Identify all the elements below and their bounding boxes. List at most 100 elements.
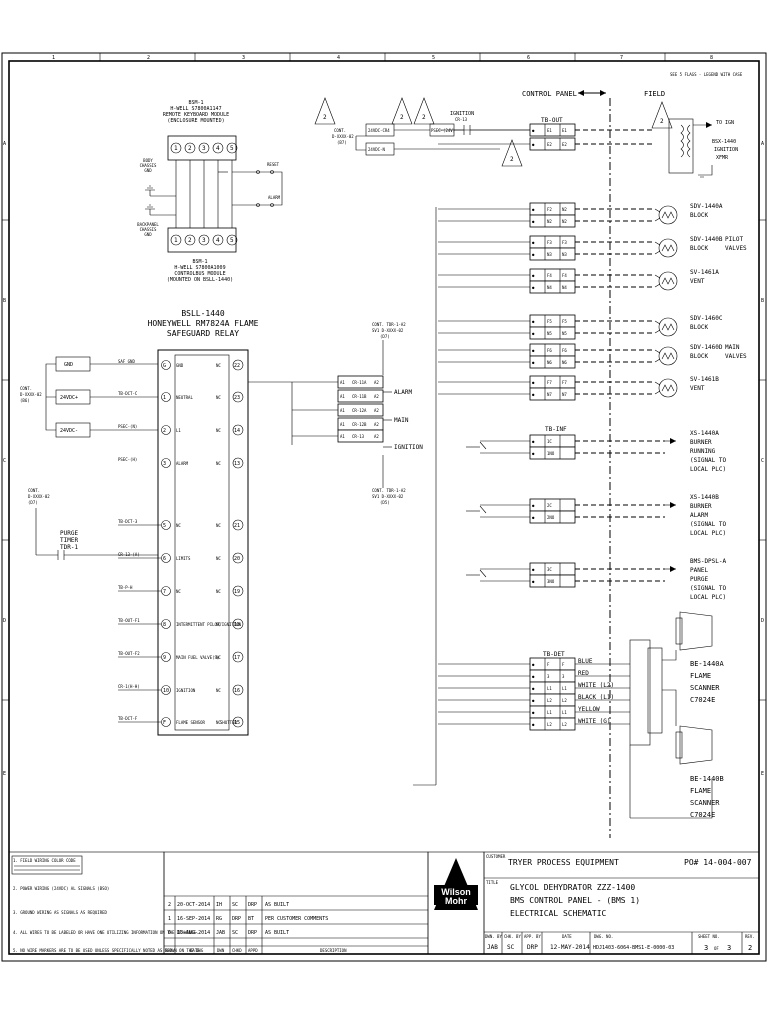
terminal-id: N7 [547,392,552,397]
revision-triangle-icon [501,139,523,167]
terminal-id: N5 [547,331,552,336]
terminal-id: L1 [547,710,552,715]
column-number: 6 [527,55,530,61]
terminal-row [529,657,576,671]
rev-header: REV. [165,948,175,953]
valve-label: VENT [690,278,705,285]
terminal-row [529,280,576,294]
solenoid-valve-icon [658,238,678,258]
valve-group: PILOT [725,236,743,243]
rev-number: 2 [168,902,171,908]
relay-output-label: MAIN [394,417,409,424]
terminal-id: F5 [562,319,567,324]
relay-terminal [161,360,171,370]
terminal-mark: ● [532,515,535,520]
sheet-of: OF [714,946,719,951]
wire-color-label: BLACK (L1) [578,694,614,701]
terminal-mark: ● [532,392,535,397]
relay-terminal-number: 22 [234,363,240,369]
relay-wire-tag: TB-DCT-F [118,716,138,721]
field-label: DWN. BY [485,934,502,939]
terminal-mark: ● [532,219,535,224]
relay-terminal [161,586,171,596]
relay-terminal [161,619,171,629]
relay-terminal [161,717,171,727]
rev-drawn: RG [216,916,222,922]
rev-approved: DRP [248,930,257,936]
purge-timer-label: TIMER [60,537,78,544]
ignition-label: IGNITION [450,111,474,117]
plc-signal-tag: XS-1440B [690,494,719,501]
relay-terminal-number: 14 [234,428,240,434]
revision-number: 2 [400,114,404,121]
relay-terminal-label: NC [216,523,221,528]
terminal-id: N5 [562,331,567,336]
plc-signal-label: LOCAL PLC) [690,530,726,537]
terminal-row [529,314,576,328]
continuation-label: (D7) [380,334,390,339]
column-number: 1 [52,55,55,61]
valve-group: VALVES [725,353,747,360]
relay-terminal-number: 7 [163,589,166,595]
relay-terminal [232,651,244,663]
keyboard-module: BSM-1 H-WELL S7800A1147 REMOTE KEYBOARD … [163,100,238,161]
relay-terminal [232,457,244,469]
relay-terminal [232,684,244,696]
plc-signal-label: (SIGNAL TO [690,457,727,464]
terminal-id: E1 [562,128,567,133]
ground-label: CHASSIS [140,227,157,232]
module-mounting: (ENCLOSURE MOUNTED) [167,118,224,124]
note-line: 1. FIELD WIRING COLOR CODE [13,858,76,863]
terminal-id: 2C [547,503,552,508]
relay-terminal-number: F [163,720,166,726]
terminal-id: N7 [562,392,567,397]
terminal-mark: ● [532,348,535,353]
terminal-row [529,247,576,261]
plc-signal-label: PANEL [690,567,708,574]
relay-tag: CR-11B [352,394,367,399]
plc-signal-label: PURGE [690,576,708,583]
terminal-id: N6 [547,360,552,365]
relay-terminal-label: MAIN FUEL VALVE(S) [176,655,219,660]
terminal-mark: ● [532,142,535,147]
chassis-ground-icon [145,185,155,196]
relay-terminal-label: NC [216,655,221,660]
relay-terminal-label: FLAME SENSOR [176,720,205,725]
terminal-id: 2NO [547,515,555,520]
terminal-block-title: TB-OUT [541,117,563,124]
terminal-id: N4 [547,285,552,290]
column-number: 5 [432,55,435,61]
terminal-id: N2 [547,219,552,224]
continuation-label: CONT. [334,128,346,133]
valve-group: VALVES [725,245,747,252]
revision-number: 2 [660,118,664,125]
terminal-id: F5 [547,319,552,324]
row-markers: A B C D E A B C D E [3,141,764,777]
rev-approved: BT [248,916,254,922]
sheet-total: 3 [727,944,731,952]
relay-terminal-label: NC [216,720,221,725]
terminal-mark: ● [532,285,535,290]
module-model: H-WELL S7800A1009 [174,265,225,271]
row-letter: C [3,458,6,464]
relay-terminal-label: ALARM [176,461,189,466]
rev-header: APPD [248,948,258,953]
relay-terminal [161,458,171,468]
relay-terminal-number: 17 [234,655,240,661]
relay-terminal [161,553,171,563]
terminal-mark: ● [532,128,535,133]
tb-inf-terminal-block: ●1C●1NO●2C●2NO●3C●3NO [466,434,665,588]
terminal-number: 4 [216,145,220,152]
column-number: 2 [147,55,150,61]
terminal-mark: ● [532,207,535,212]
terminal-block-title: TB-INF [545,426,567,433]
ground-icon [698,165,713,178]
terminal-id: N6 [562,360,567,365]
terminal-mark: ● [532,439,535,444]
continuation-label: D-XXXX-02 [20,392,42,397]
customer-label: CUSTOMER [486,854,506,859]
rev-header: DWN [217,948,225,953]
coil-terminal: A2 [374,422,379,427]
rev-checked: SC [232,930,238,936]
